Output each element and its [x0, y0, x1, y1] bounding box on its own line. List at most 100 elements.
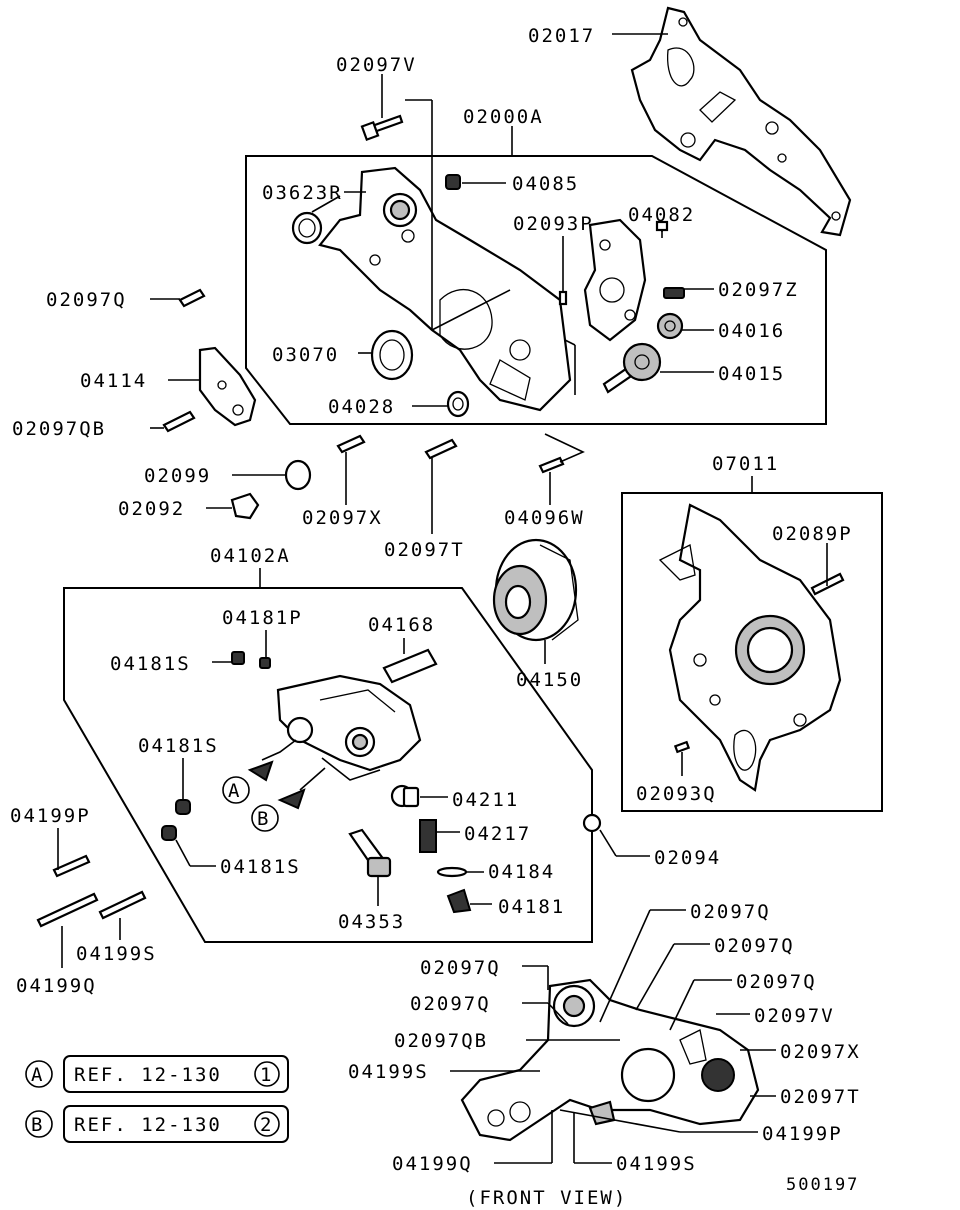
- label-03623R: 03623R: [262, 182, 343, 204]
- bolt-02097T: [424, 438, 458, 460]
- label-04211: 04211: [452, 789, 519, 811]
- oil-seal-03623R: [291, 211, 323, 245]
- plug-02094: [582, 813, 602, 833]
- label-02097Z: 02097Z: [718, 279, 799, 301]
- label-fv-02097Q-2: 02097Q: [714, 935, 795, 957]
- label-04096W: 04096W: [504, 507, 585, 529]
- bolt-02097V: [360, 114, 404, 142]
- plug-04181S-b: [175, 799, 191, 815]
- arrow-A: [247, 760, 274, 782]
- plunger-04211: [402, 786, 420, 808]
- label-04015: 04015: [718, 363, 785, 385]
- front-view-assembly: [460, 978, 760, 1142]
- label-04114: 04114: [80, 370, 147, 392]
- label-07011: 07011: [712, 453, 779, 475]
- bolt-02097Z: [663, 287, 685, 299]
- label-fv-02097QB: 02097QB: [394, 1030, 488, 1052]
- bolt-02097X: [336, 434, 366, 454]
- gear-shaft-04015: [602, 342, 662, 394]
- label-02097Q: 02097Q: [46, 289, 127, 311]
- pin-04168: [382, 648, 438, 684]
- plug-04181S-c: [161, 825, 177, 841]
- label-fv-02097T: 02097T: [780, 1086, 861, 1108]
- pump-body-04102A: [276, 674, 422, 808]
- label-04150: 04150: [516, 669, 583, 691]
- label-03070: 03070: [272, 344, 339, 366]
- arrow-B: [277, 788, 306, 810]
- leader-lines: [57, 33, 828, 1164]
- label-02097T: 02097T: [384, 539, 465, 561]
- label-fv-04199S-a: 04199S: [348, 1061, 429, 1083]
- label-04181P: 04181P: [222, 607, 303, 629]
- label-02093Q: 02093Q: [636, 783, 717, 805]
- plug-04181P: [259, 657, 271, 669]
- label-02097QB: 02097QB: [12, 418, 106, 440]
- ref-A-text: REF. 12-130: [74, 1064, 222, 1086]
- label-04082: 04082: [628, 204, 695, 226]
- ref-legend-A: A REF. 12-130 1: [25, 1055, 289, 1093]
- bolt-04199Q: [36, 892, 99, 928]
- label-04199Q: 04199Q: [16, 975, 97, 997]
- label-fv-04199P: 04199P: [762, 1123, 843, 1145]
- label-04353: 04353: [338, 911, 405, 933]
- plug-04181S-a: [231, 651, 245, 665]
- label-04181S-a: 04181S: [110, 653, 191, 675]
- label-04181S-c: 04181S: [220, 856, 301, 878]
- ref-B-letter: B: [31, 1114, 44, 1136]
- label-04217: 04217: [464, 823, 531, 845]
- label-front-view: (FRONT VIEW): [466, 1187, 627, 1209]
- label-02094: 02094: [654, 847, 721, 869]
- label-fv-02097X: 02097X: [780, 1041, 861, 1063]
- ref-A-number: 1: [260, 1064, 273, 1086]
- label-04168: 04168: [368, 614, 435, 636]
- ref-legend-B: B REF. 12-130 2: [25, 1105, 289, 1143]
- oil-seal-04028: [446, 390, 470, 418]
- label-04199P: 04199P: [10, 805, 91, 827]
- case-07011: [658, 503, 842, 792]
- ref-B-number: 2: [260, 1114, 273, 1136]
- plug-04181: [446, 888, 472, 914]
- ref-B-text: REF. 12-130: [74, 1114, 222, 1136]
- label-04181: 04181: [498, 896, 565, 918]
- part-labels: 02017 02097V 02000A 03623R 04085 02093P …: [10, 25, 861, 1209]
- label-02017: 02017: [528, 25, 595, 47]
- label-04085: 04085: [512, 173, 579, 195]
- label-fv-02097Q-5: 02097Q: [410, 993, 491, 1015]
- gasket-02092: [230, 492, 260, 520]
- front-case: [318, 99, 572, 412]
- label-02092: 02092: [118, 498, 185, 520]
- clip-04184: [436, 866, 468, 878]
- callout-B-near-pump: B: [251, 804, 279, 832]
- label-fv-02097Q-3: 02097Q: [420, 957, 501, 979]
- label-02000A: 02000A: [463, 106, 544, 128]
- label-fv-04199S-b: 04199S: [616, 1153, 697, 1175]
- label-fv-02097V: 02097V: [754, 1005, 835, 1027]
- pin-02093Q: [673, 740, 691, 754]
- label-04102A: 04102A: [210, 545, 291, 567]
- bolt-02097Q-left: [178, 288, 206, 308]
- pin-02093P: [558, 290, 568, 306]
- oil-filter-04150: [492, 538, 579, 642]
- oil-seal-03070: [370, 329, 414, 381]
- label-fv-02097Q-1: 02097Q: [690, 901, 771, 923]
- bolt-02097QB-left: [162, 410, 196, 433]
- gear-04016: [656, 312, 684, 340]
- label-fv-04199Q: 04199Q: [392, 1153, 473, 1175]
- bolt-04199S: [98, 890, 147, 920]
- pump-cover: [583, 218, 647, 342]
- group-box-04102A: [63, 587, 593, 943]
- label-02097X: 02097X: [302, 507, 383, 529]
- label-02089P: 02089P: [772, 523, 853, 545]
- bolt-04199P: [52, 854, 91, 878]
- bolt-04096W: [538, 456, 565, 474]
- label-diagram-number: 500197: [786, 1175, 859, 1195]
- label-04181S-b: 04181S: [138, 735, 219, 757]
- spring-04217: [419, 819, 437, 853]
- o-ring-02099: [284, 459, 312, 491]
- sensor-04353: [348, 828, 392, 878]
- label-02097V: 02097V: [336, 54, 417, 76]
- label-fv-02097Q-4: 02097Q: [736, 971, 817, 993]
- label-02099: 02099: [144, 465, 211, 487]
- label-04016: 04016: [718, 320, 785, 342]
- label-04028: 04028: [328, 396, 395, 418]
